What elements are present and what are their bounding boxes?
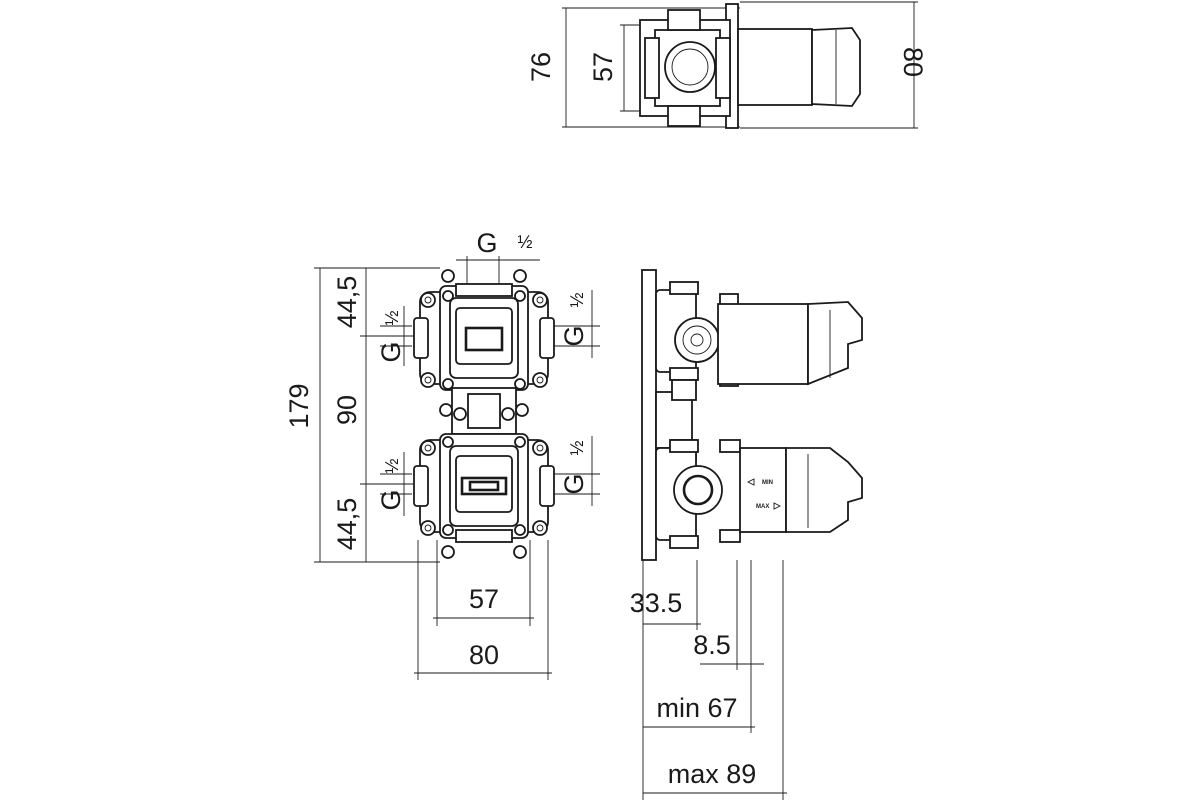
front-lower-spacing-label: 44,5 <box>332 498 362 551</box>
side-depth-b-label: 8.5 <box>693 630 731 660</box>
thread-left-upper-main: G <box>376 341 406 362</box>
thread-top-size: ½ <box>517 232 532 252</box>
top-view: 76 57 80 <box>526 1 928 129</box>
front-upper-spacing-label: 44,5 <box>332 276 362 329</box>
front-outer-width-label: 80 <box>469 640 499 670</box>
upper-valve-module <box>413 269 555 391</box>
thread-top-main: G <box>476 228 497 258</box>
thread-left-lower-size: ½ <box>382 458 402 473</box>
front-height-total-label: 179 <box>284 383 314 428</box>
front-inner-width-label: 57 <box>469 584 499 614</box>
side-min-depth-label: min 67 <box>656 693 737 723</box>
dial-min-label: MIN <box>762 480 773 486</box>
top-height-inner-label: 57 <box>588 52 618 82</box>
front-center-spacing-label: 90 <box>332 395 362 425</box>
top-depth-label: 80 <box>898 47 928 77</box>
side-view: 33.5 8.5 min 67 max 89 MIN MAX <box>630 269 863 800</box>
thread-left-upper-size: ½ <box>382 310 402 325</box>
front-view: 179 44,5 90 44,5 G ½ G ½ G ½ G ½ G ½ <box>284 228 600 680</box>
thread-right-lower-size: ½ <box>567 440 587 455</box>
thread-right-upper-main: G <box>559 325 589 346</box>
thread-left-lower-main: G <box>376 489 406 510</box>
lower-valve-module <box>413 433 555 559</box>
side-depth-a-label: 33.5 <box>630 588 683 618</box>
thread-right-lower-main: G <box>559 473 589 494</box>
thread-right-upper-size: ½ <box>567 292 587 307</box>
top-height-total-label: 76 <box>526 52 556 82</box>
module-connector <box>439 387 529 435</box>
side-max-depth-label: max 89 <box>668 759 757 789</box>
dial-max-label: MAX <box>756 504 769 510</box>
